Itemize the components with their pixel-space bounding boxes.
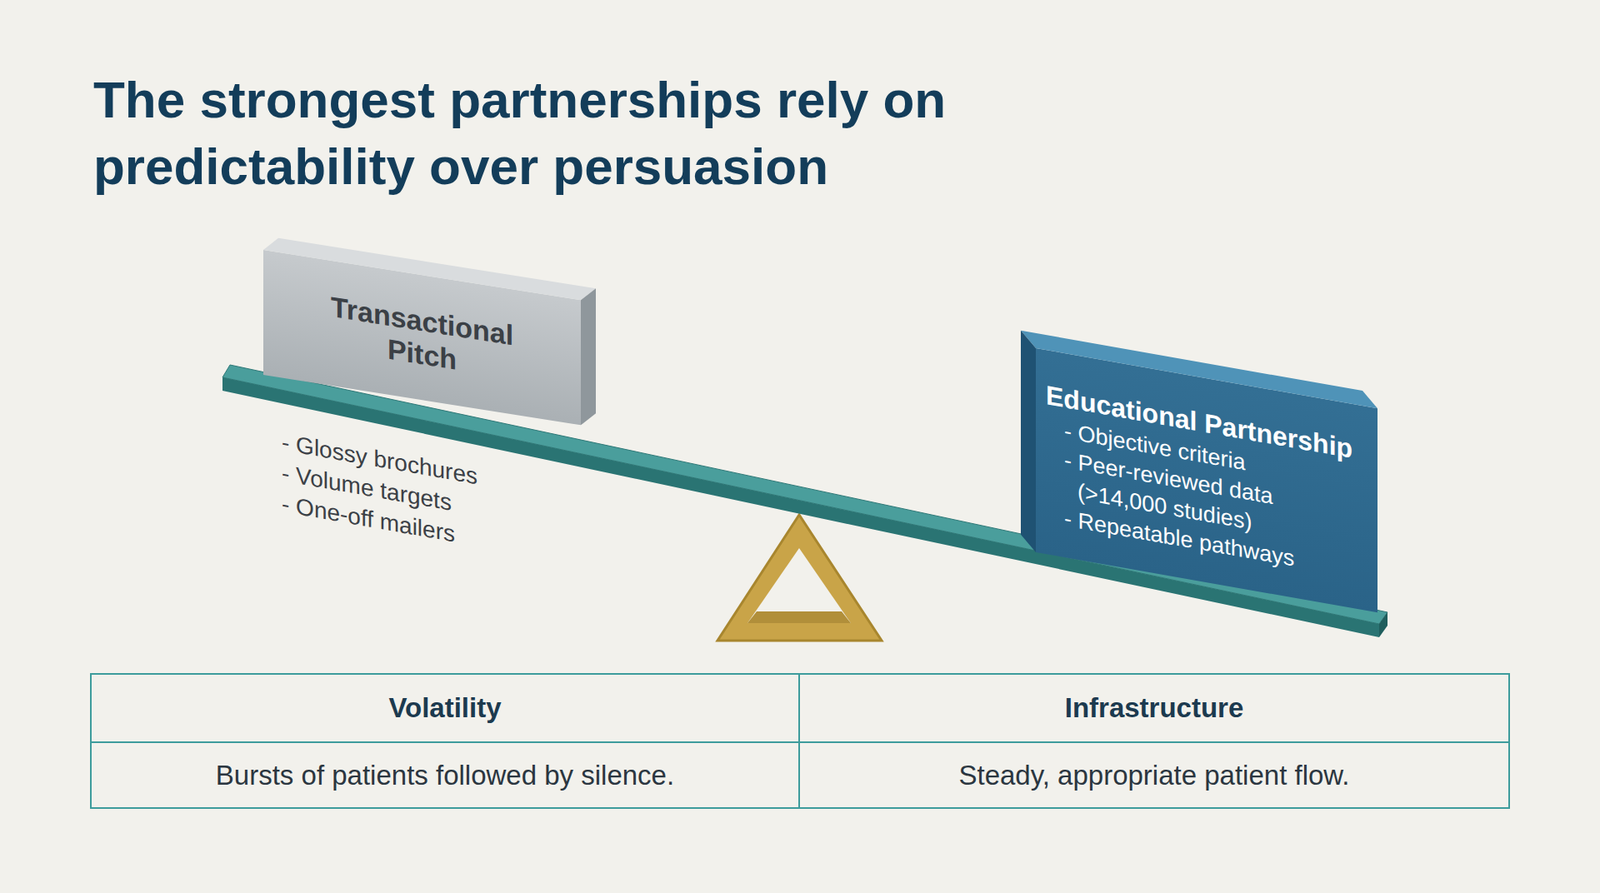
table-cell: Bursts of patients followed by silence.: [91, 743, 799, 808]
block-heading: Transactional Pitch: [322, 288, 523, 387]
beam-front: [222, 377, 1380, 638]
beam-end: [1379, 612, 1388, 638]
block-face: [263, 235, 596, 303]
table-cell: Steady, appropriate patient flow.: [800, 743, 1509, 808]
fulcrum-hole: [747, 548, 851, 624]
table-header: Volatility: [91, 675, 799, 742]
block-face: [1020, 330, 1036, 553]
transactional-block: Transactional Pitch: [263, 250, 581, 425]
fulcrum-shade: [747, 611, 851, 624]
table-header: Infrastructure: [800, 675, 1509, 742]
fulcrum: [717, 515, 882, 641]
educational-block: Educational Partnership- Objective crite…: [1035, 348, 1378, 613]
pitch-bullets: - Glossy brochures- Volume targets- One-…: [281, 426, 565, 570]
block-face: [580, 285, 596, 428]
slide-title: The strongest partnerships rely on predi…: [93, 66, 1177, 200]
table-rule: [798, 674, 800, 809]
table-border: [90, 674, 1510, 809]
